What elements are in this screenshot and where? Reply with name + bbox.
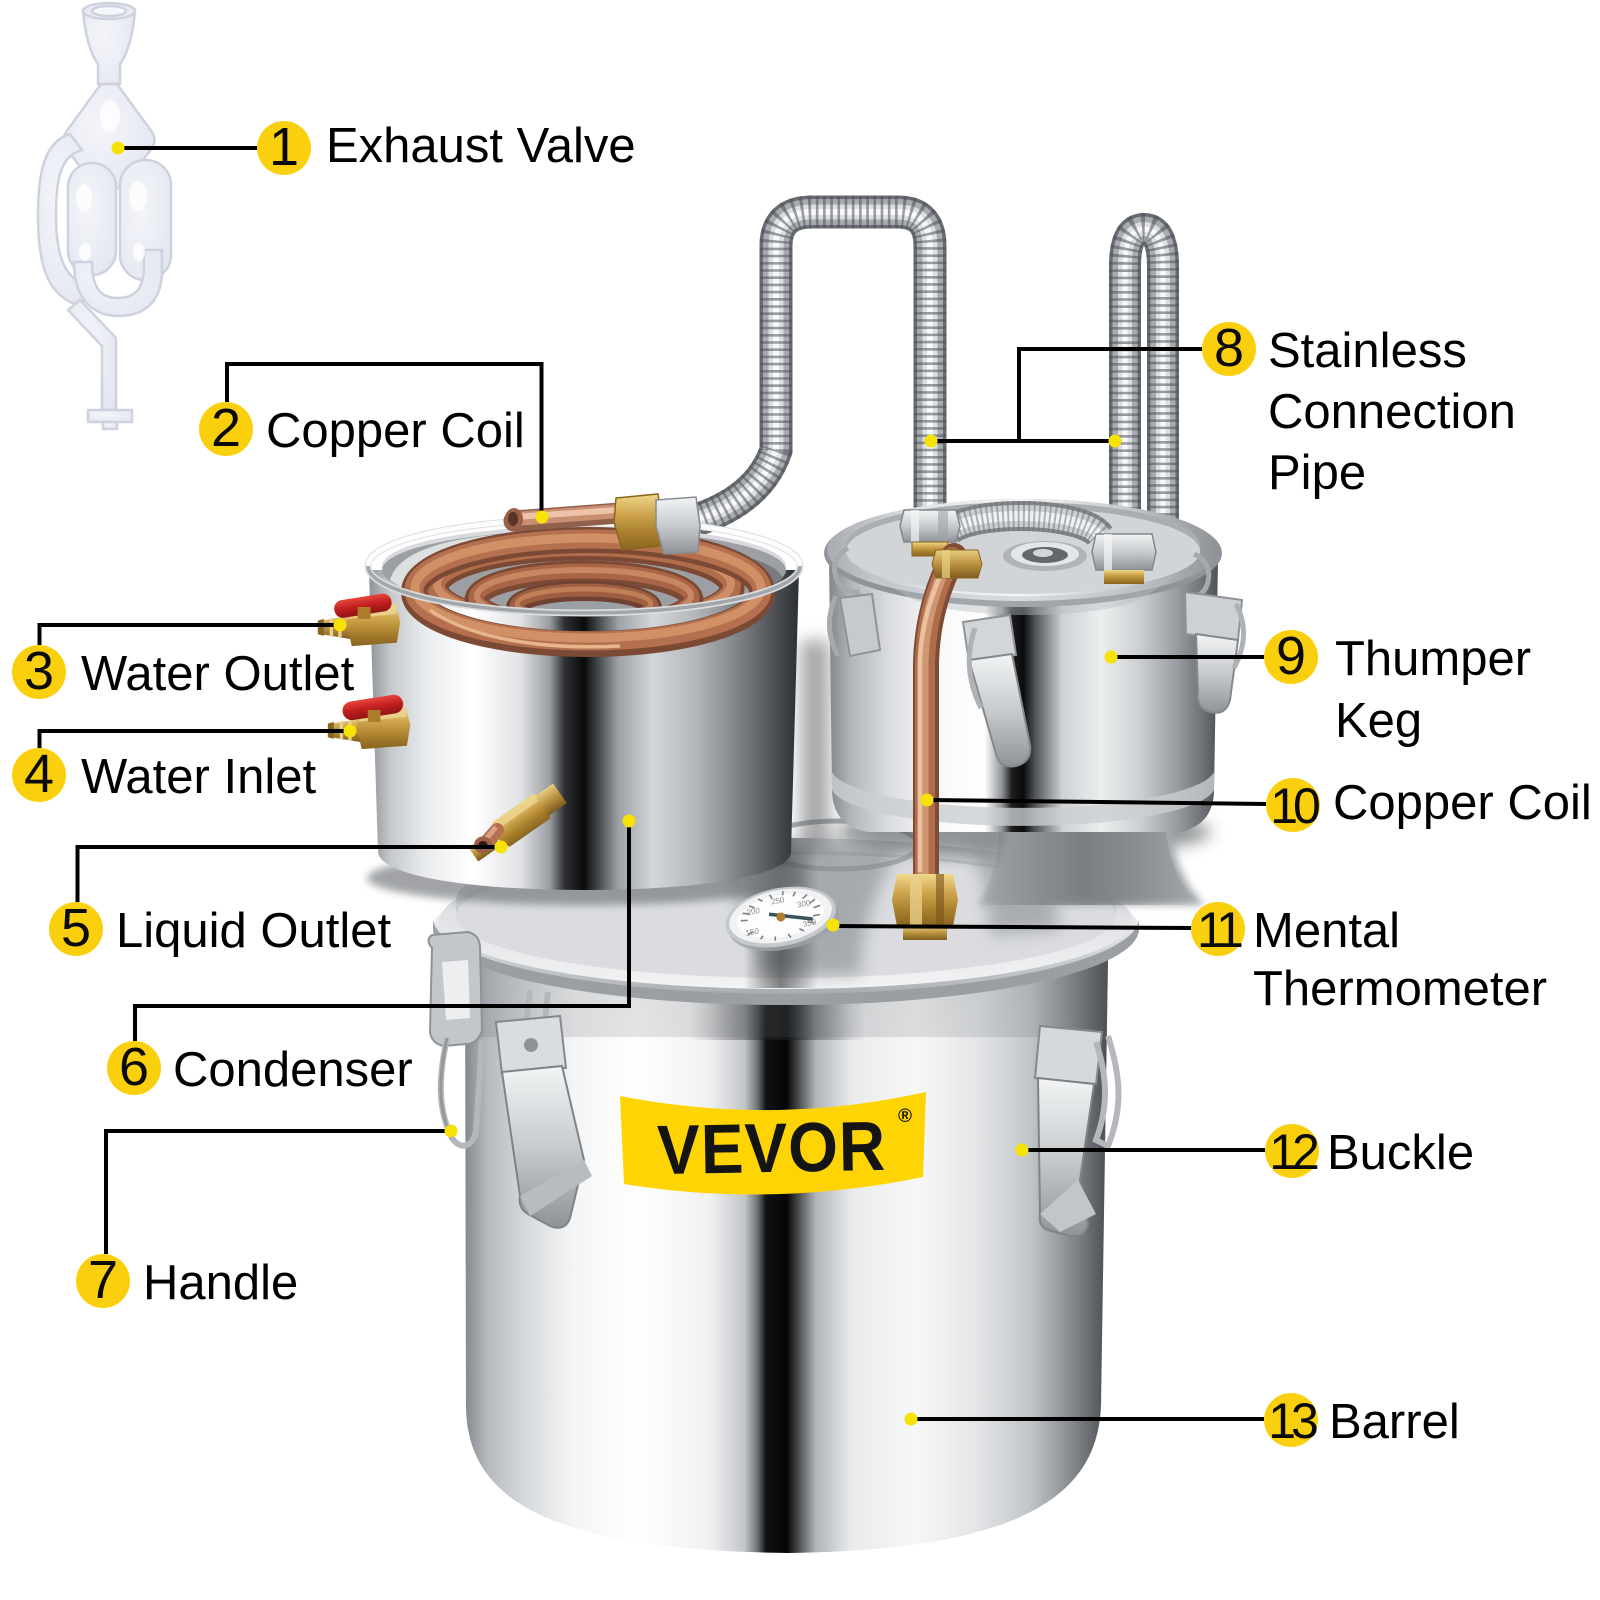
- svg-text:Connection: Connection: [1268, 385, 1516, 439]
- svg-text:200: 200: [746, 906, 761, 917]
- svg-text:Keg: Keg: [1335, 694, 1422, 748]
- svg-text:Water Outlet: Water Outlet: [81, 647, 355, 701]
- svg-text:Copper Coil: Copper Coil: [266, 404, 525, 458]
- svg-text:250: 250: [770, 895, 785, 906]
- svg-text:150: 150: [745, 926, 760, 937]
- svg-text:9: 9: [1276, 626, 1306, 686]
- svg-text:Pipe: Pipe: [1268, 446, 1366, 500]
- svg-text:7: 7: [88, 1250, 118, 1310]
- svg-text:Stainless: Stainless: [1268, 324, 1467, 378]
- svg-text:10: 10: [1270, 778, 1319, 834]
- svg-text:4: 4: [24, 744, 54, 804]
- svg-text:6: 6: [119, 1037, 149, 1097]
- svg-text:13: 13: [1268, 1393, 1317, 1449]
- svg-text:Liquid Outlet: Liquid Outlet: [116, 904, 392, 958]
- svg-text:12: 12: [1269, 1124, 1318, 1180]
- svg-text:8: 8: [1214, 318, 1244, 378]
- svg-text:Thumper: Thumper: [1335, 632, 1531, 686]
- svg-text:®: ®: [898, 1106, 912, 1127]
- svg-text:Thermometer: Thermometer: [1253, 962, 1547, 1016]
- svg-text:Condenser: Condenser: [173, 1043, 413, 1097]
- svg-text:350: 350: [802, 917, 817, 928]
- svg-text:VEVOR: VEVOR: [657, 1107, 887, 1190]
- svg-text:Water Inlet: Water Inlet: [81, 750, 316, 804]
- svg-text:3: 3: [24, 641, 54, 701]
- svg-text:5: 5: [61, 898, 91, 958]
- svg-text:1: 1: [269, 117, 299, 177]
- svg-text:Handle: Handle: [143, 1256, 298, 1310]
- svg-text:Copper Coil: Copper Coil: [1333, 776, 1592, 830]
- svg-text:Barrel: Barrel: [1329, 1395, 1460, 1449]
- svg-text:Exhaust Valve: Exhaust Valve: [326, 119, 636, 173]
- svg-text:300: 300: [796, 898, 811, 909]
- svg-text:2: 2: [211, 398, 241, 458]
- svg-text:Buckle: Buckle: [1327, 1126, 1474, 1180]
- svg-text:11: 11: [1197, 902, 1242, 958]
- svg-text:Mental: Mental: [1253, 904, 1400, 958]
